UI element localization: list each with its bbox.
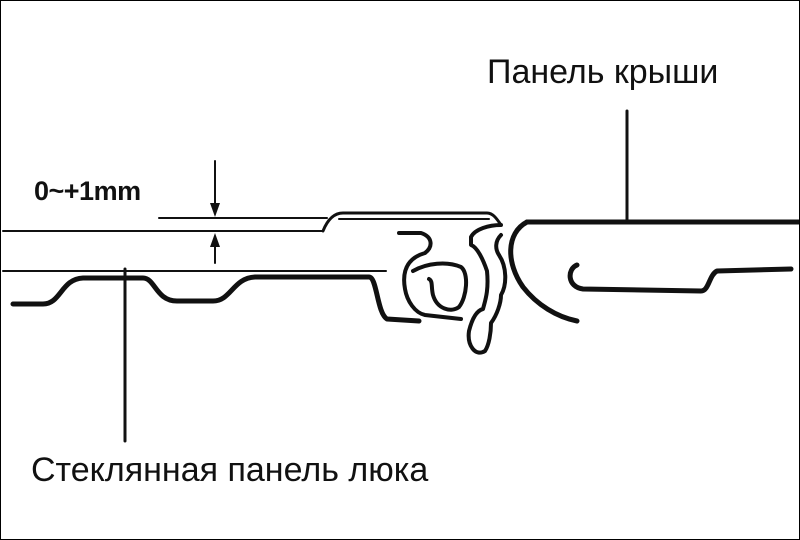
dimension-arrow-up xyxy=(210,233,220,247)
roof-reinforcement xyxy=(567,262,794,294)
weatherstrip-seal xyxy=(321,211,503,233)
glass-support-frame xyxy=(10,274,422,324)
glass-panel-label: Стеклянная панель люка xyxy=(31,451,429,489)
dimension-arrow-down xyxy=(210,203,220,217)
seal-retainer-clip xyxy=(466,223,508,355)
roof-panel-label: Панель крыши xyxy=(487,53,719,91)
gap-dimension-label: 0~+1mm xyxy=(34,176,141,206)
roof-panel-edge xyxy=(508,219,580,324)
seal-clip-channel xyxy=(411,261,468,312)
seal-clip-left xyxy=(397,231,463,321)
